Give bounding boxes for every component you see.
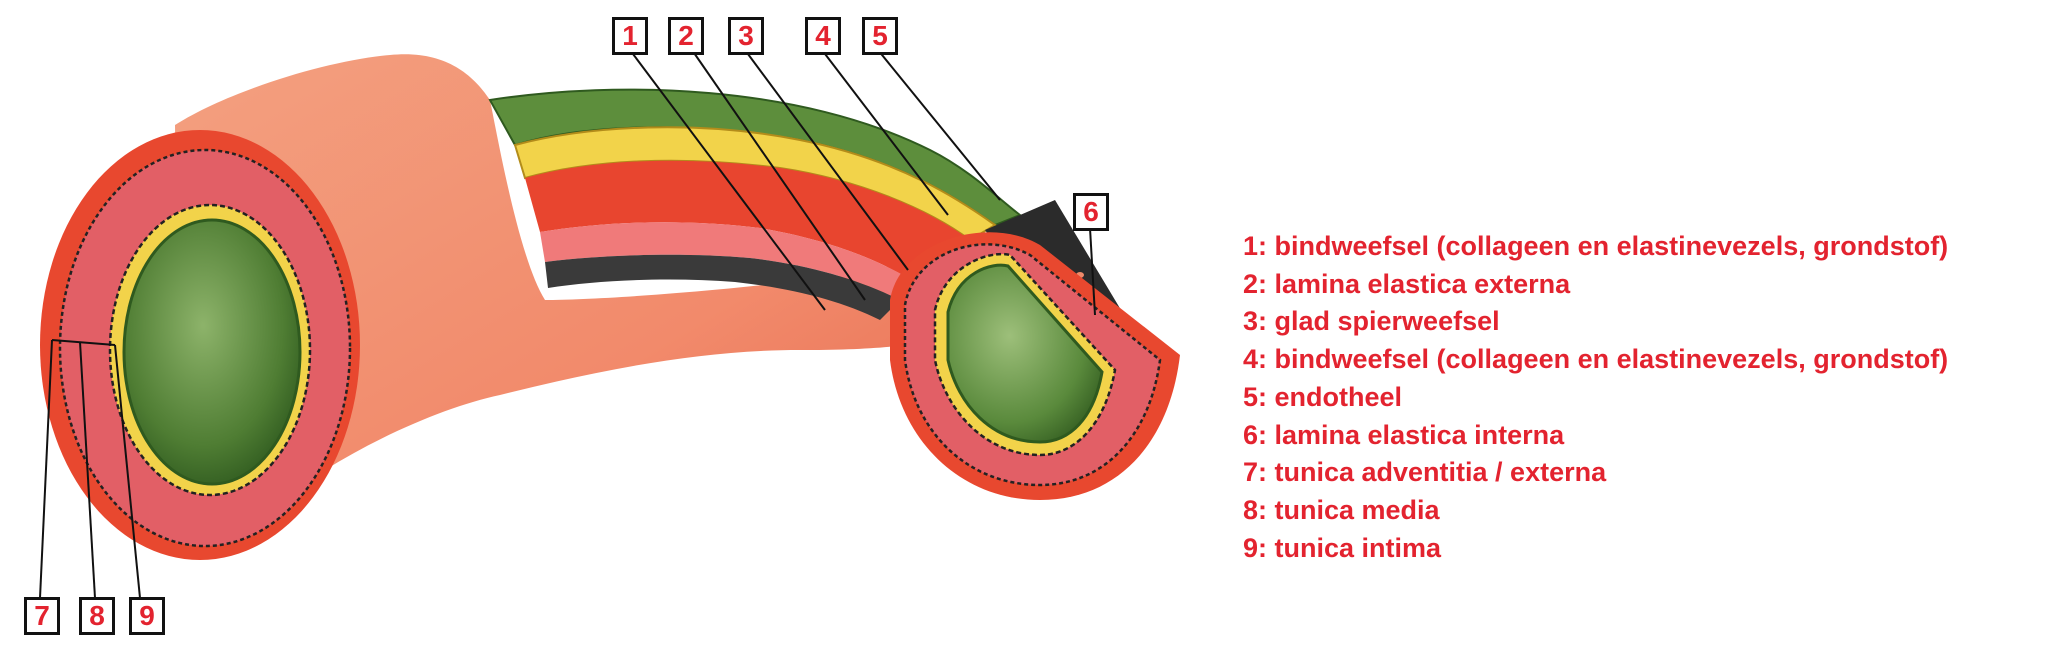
legend-item-3: 3: glad spierweefsel bbox=[1243, 306, 1500, 337]
legend-item-6: 6: lamina elastica interna bbox=[1243, 419, 1565, 450]
legend-item-9: 9: tunica intima bbox=[1243, 532, 1442, 563]
label-1: 1 bbox=[612, 17, 648, 55]
label-2: 2 bbox=[668, 17, 704, 55]
artery-outer-surface bbox=[175, 54, 975, 540]
right-lumen bbox=[946, 263, 1104, 444]
legend-item-4: 4: bindweefsel (collageen en elastinevez… bbox=[1243, 344, 1949, 375]
left-lumen bbox=[122, 218, 302, 486]
legend-item-2: 2: lamina elastica externa bbox=[1243, 268, 1571, 299]
label-8: 8 bbox=[79, 597, 115, 635]
label-6: 6 bbox=[1073, 193, 1109, 231]
layer-red-strip bbox=[525, 160, 970, 285]
legend-item-7: 7: tunica adventitia / externa bbox=[1243, 457, 1607, 488]
legend-item-1: 1: bindweefsel (collageen en elastinevez… bbox=[1243, 231, 1949, 261]
legend-item-5: 5: endotheel bbox=[1243, 381, 1403, 412]
legend-item-8: 8: tunica media bbox=[1243, 494, 1440, 525]
layer-dark-strip bbox=[545, 254, 900, 320]
leader-lines bbox=[39, 49, 1096, 599]
label-9: 9 bbox=[129, 597, 165, 635]
label-3: 3 bbox=[728, 17, 764, 55]
left-cross-section bbox=[40, 130, 360, 560]
label-5: 5 bbox=[862, 17, 898, 55]
layer-pink-strip bbox=[540, 222, 920, 300]
artery-cross-section-diagram bbox=[39, 49, 1180, 599]
legend: 1: bindweefsel (collageen en elastinevez… bbox=[1243, 228, 1948, 567]
label-4: 4 bbox=[805, 17, 841, 55]
label-7: 7 bbox=[24, 597, 60, 635]
right-cross-section bbox=[890, 232, 1180, 500]
